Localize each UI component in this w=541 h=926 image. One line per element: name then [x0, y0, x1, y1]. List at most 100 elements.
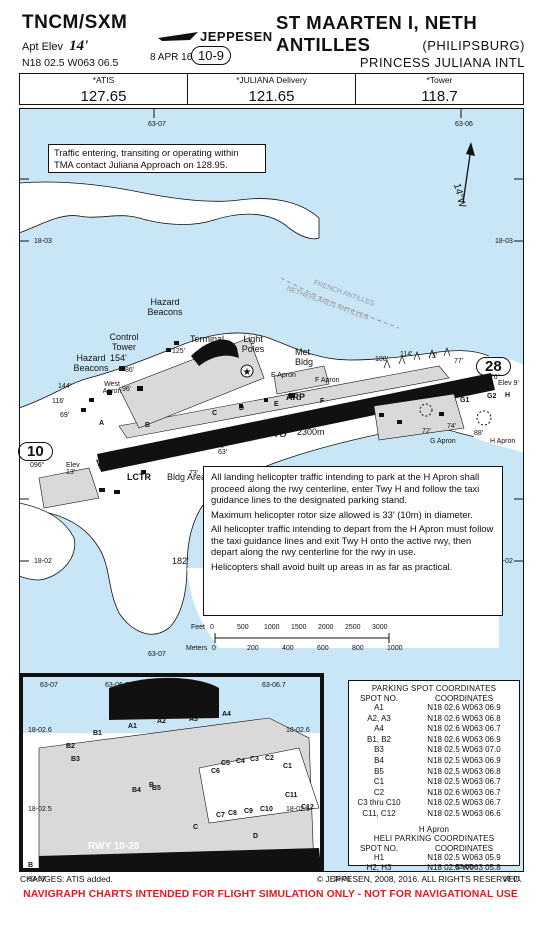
elev-label: 144': [58, 383, 72, 390]
scale-meter-tick: 800: [352, 645, 364, 652]
elev-value: 14': [69, 38, 89, 54]
parking-spot-label: B3: [71, 756, 80, 763]
spot-no: H1: [373, 852, 385, 862]
elev-label: 73': [189, 470, 199, 477]
parking-spot-label: C1: [283, 763, 292, 770]
grid-label: 63-06: [455, 121, 473, 128]
spot-no: C3 thru C10: [357, 798, 401, 808]
rwy-28-elev: Elev 9': [498, 380, 519, 387]
scale-feet-tick: 500: [237, 624, 249, 631]
brand-name: JEPPESEN: [200, 29, 273, 44]
freq-label: *Tower: [426, 75, 453, 85]
rwy-28-bearing: 276°: [486, 374, 501, 381]
spot-no: C11, C12: [362, 808, 396, 818]
city-name: ST MAARTEN I, NETH ANTILLES: [276, 12, 478, 55]
label-lctr: LCTR: [127, 472, 151, 482]
parking-spot-label: C9: [244, 808, 253, 815]
taxiway-label: D: [239, 405, 245, 412]
scale-feet-tick: 2500: [345, 624, 361, 631]
inset-twy-d: D: [253, 833, 259, 840]
freq-label: *ATIS: [92, 75, 115, 85]
spot-no: A2, A3: [367, 713, 391, 723]
scale-meter-tick: 600: [317, 645, 329, 652]
chart-page-number: 10-9: [191, 46, 232, 65]
elev-label: Apt Elev: [22, 41, 63, 53]
label-f-apron: F Apron: [315, 377, 340, 384]
parking-spot-label: A3: [189, 716, 198, 723]
grid-label: 18-03: [34, 238, 52, 245]
scale-feet-tick: 1500: [291, 624, 307, 631]
inset-grid-label: 18-02.6: [286, 727, 310, 734]
elev-label: 116': [52, 398, 65, 405]
heli-table-header: SPOT NO. COORDINATES: [349, 844, 519, 853]
inset-grid-label: 63-07: [28, 876, 46, 883]
spot-coords: N18 02.6 W063 06.9: [427, 703, 501, 712]
label-terminal: Terminal: [190, 334, 225, 344]
spot-coords: N18 02.5 W063 07.0: [427, 745, 501, 755]
elev-label: 73': [428, 353, 438, 360]
spot-no: B1, B2: [366, 734, 391, 744]
land-north: [19, 181, 320, 240]
taxiway-label: F: [320, 398, 325, 405]
spot-coords: N18 02.6 W063 06.7: [427, 787, 501, 797]
inset-grid-label: 18-02.5: [28, 806, 52, 813]
spot-coords: N18 02.5 W063 06.9: [427, 755, 501, 765]
apron-inset-frame: [19, 673, 324, 872]
label-g-apron: G Apron: [430, 438, 456, 445]
inset-grid-label: 18-02.5: [286, 806, 310, 813]
label-light-poles: Light Poles: [241, 334, 265, 354]
spot-no: B4: [374, 755, 384, 765]
inset-grid-label: 63-07: [40, 682, 58, 689]
note-paragraph: All helicopter traffic intending to depa…: [211, 523, 494, 557]
airport-elevation: Apt Elev 14': [22, 38, 88, 55]
rwy-28-badge: 28: [476, 357, 511, 376]
spot-coords: N18 02.6 W063 06.8: [427, 713, 501, 723]
parking-spot-label: A4: [222, 711, 231, 718]
label-hazard-beacons-west: Hazard Beacons: [73, 353, 109, 373]
elev-label: 74': [447, 423, 457, 430]
scale-feet-tick: 3000: [372, 624, 388, 631]
spot-no: B3: [374, 745, 384, 755]
scale-bar: [214, 633, 390, 643]
scale-feet-tick: 0: [210, 624, 214, 631]
elev-label: 96': [122, 386, 132, 393]
spot-no: A1: [374, 703, 384, 712]
parking-spot-label: C10: [260, 806, 273, 813]
elev-label: 63': [218, 449, 228, 456]
airport-name: PRINCESS JULIANA INTL: [359, 55, 525, 70]
col-header: SPOT NO.: [359, 694, 399, 703]
scale-meter-tick: 1000: [387, 645, 403, 652]
note-paragraph: Helicopters shall avoid built up areas i…: [211, 560, 453, 572]
spot-coords: N18 02.6 W063 06.9: [427, 734, 501, 744]
map-grid-label: 18-01: [333, 876, 351, 883]
col-header: COORDINATES: [434, 843, 494, 853]
svg-text:★: ★: [243, 367, 252, 378]
scale-meter-tick: 0: [212, 645, 216, 652]
elev-label: 72': [422, 428, 432, 435]
parking-spot-label: B5: [152, 785, 161, 792]
freq-atis: *ATIS 127.65: [20, 74, 188, 105]
spot-no: H2, H3: [366, 863, 392, 873]
rwy-10-badge: 10: [18, 442, 53, 461]
grid-label: 18-03: [495, 238, 513, 245]
copyright: © JEPPESEN, 2008, 2016. ALL RIGHTS RESER…: [316, 874, 522, 884]
label-met-bldg: Met Bldg: [295, 347, 314, 367]
parking-spot-label: A1: [128, 723, 137, 730]
inset-grid-label: 63-06.9: [105, 682, 129, 689]
parking-spot-label: C6: [211, 768, 220, 775]
freq-value: 118.7: [421, 88, 458, 105]
grid-label: 18-02: [34, 558, 52, 565]
changes-note: CHANGES: ATIS added.: [20, 874, 113, 884]
table-title: PARKING SPOT COORDINATES: [371, 684, 497, 693]
elev-label: 86': [125, 367, 135, 374]
inset-grid-label: 63-06.9: [105, 862, 129, 869]
table-header: SPOT NO. COORDINATES: [349, 694, 519, 703]
spot-coords: N18 02.5 W063 06.8: [427, 766, 501, 776]
scale-meter-tick: 200: [247, 645, 259, 652]
grid-label: 63-07: [148, 651, 166, 658]
